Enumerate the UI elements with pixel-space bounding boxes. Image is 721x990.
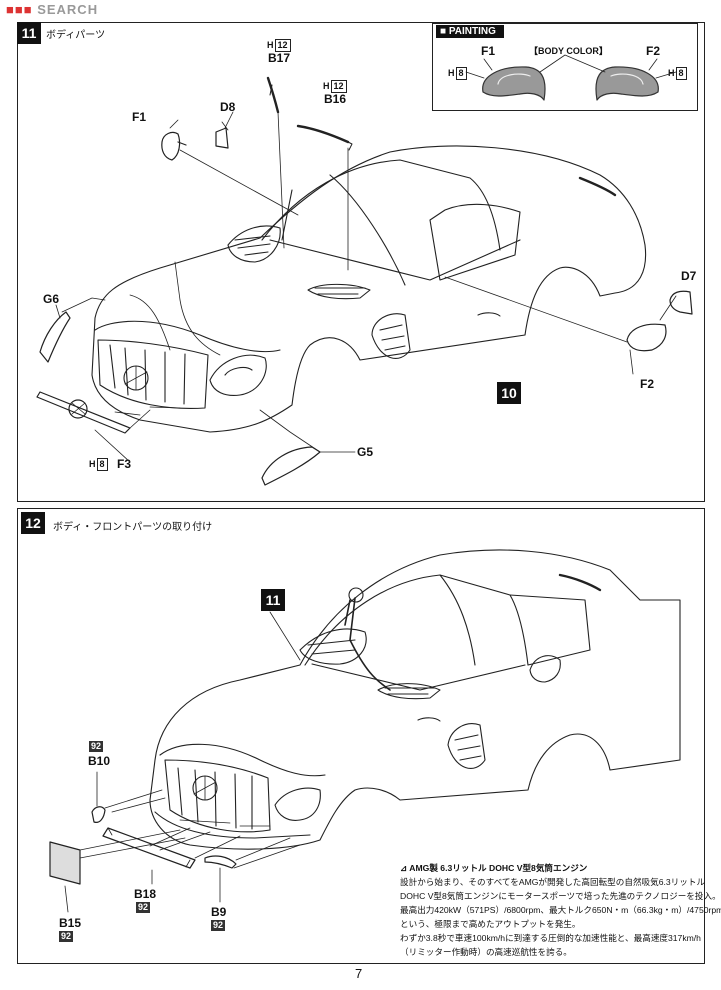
b9-label: B9 bbox=[211, 905, 227, 919]
painting-f2-label: F2 bbox=[646, 44, 661, 58]
b18-paint-num: 92 bbox=[136, 902, 151, 913]
page-number: 7 bbox=[355, 966, 363, 981]
step11-parts bbox=[36, 76, 693, 486]
b17-label: B17 bbox=[268, 51, 291, 65]
engine-note-line: DOHC V型8気筒エンジンにモータースポーツで培った先進のテクノロジーを投入。 bbox=[400, 891, 721, 901]
step12-leader-lines bbox=[64, 611, 301, 913]
step12-parts bbox=[49, 806, 237, 885]
watermark: ■■■ SEARCH bbox=[6, 2, 98, 17]
engine-note-line: （リミッター作動時）の高速巡航性を誇る。 bbox=[400, 947, 572, 957]
d8-label: D8 bbox=[220, 100, 236, 114]
b16-label: B16 bbox=[324, 92, 347, 106]
b15-label: B15 bbox=[59, 916, 82, 930]
f3-label: F3 bbox=[117, 457, 132, 471]
g5-label: G5 bbox=[357, 445, 374, 459]
g6-label: G6 bbox=[43, 292, 60, 306]
engine-note-line: わずか3.8秒で車速100km/hに到達する圧倒的な加速性能と、最高速度317k… bbox=[400, 933, 701, 943]
step12-car-body bbox=[149, 549, 681, 850]
watermark-logo: ■■■ bbox=[6, 2, 33, 17]
engine-note-heading: ⊿ AMG製 6.3リットル DOHC V型8気筒エンジン bbox=[400, 863, 588, 873]
b18-label: B18 bbox=[134, 887, 157, 901]
b15-paint-num: 92 bbox=[59, 931, 74, 942]
engine-note: ⊿ AMG製 6.3リットル DOHC V型8気筒エンジン 設計から始まり、その… bbox=[400, 861, 721, 959]
step-12-number: 12 bbox=[21, 512, 45, 534]
amg-logo-icon: ⊿ bbox=[400, 863, 408, 873]
painting-mirror-right bbox=[595, 66, 659, 101]
body-color-label: 【BODY COLOR】 bbox=[529, 46, 608, 56]
step-12-ref-badge: 11 bbox=[261, 589, 285, 611]
painting-f1-label: F1 bbox=[481, 44, 496, 58]
f2-label: F2 bbox=[640, 377, 655, 391]
painting-mirror-left bbox=[482, 66, 546, 101]
b9-paint-num: 92 bbox=[211, 920, 226, 931]
f1-label: F1 bbox=[132, 110, 147, 124]
painting-header: ■ PAINTING bbox=[436, 25, 504, 38]
step-12-title: ボディ・フロントパーツの取り付け bbox=[53, 522, 213, 533]
engine-note-line: 最高出力420kW（571PS）/6800rpm、最大トルク650N・m（66.… bbox=[400, 905, 721, 915]
step11-car-body bbox=[91, 145, 647, 433]
step11-leader-lines bbox=[55, 111, 677, 463]
d7-label: D7 bbox=[681, 269, 697, 283]
paint-square-icon: ■ bbox=[440, 26, 447, 37]
watermark-text: SEARCH bbox=[37, 2, 99, 17]
step-11-number: 11 bbox=[17, 22, 41, 44]
b10-paint-num: 92 bbox=[89, 741, 104, 752]
engine-note-line: 設計から始まり、そのすべてをAMGが開発した高回転型の自然吸気6.3リットル bbox=[400, 877, 706, 887]
b10-label: B10 bbox=[88, 754, 111, 768]
engine-note-line: という、極限まで高めたアウトプットを発生。 bbox=[400, 919, 581, 929]
step-11-ref-badge: 10 bbox=[497, 382, 521, 404]
step-11-title: ボディパーツ bbox=[46, 30, 106, 41]
